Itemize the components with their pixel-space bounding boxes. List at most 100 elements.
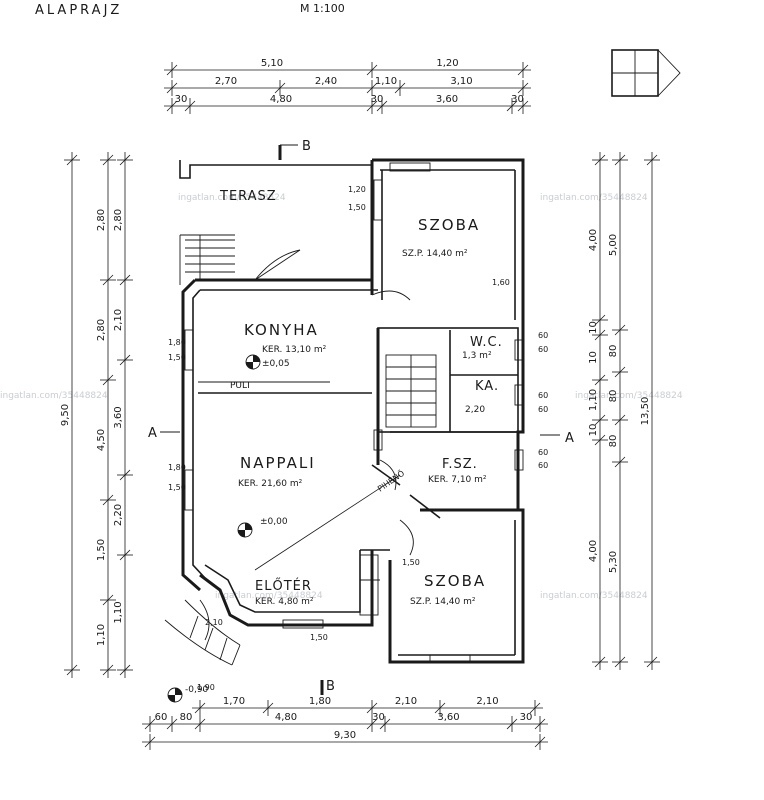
header-scribble-right: M 1:100	[300, 2, 345, 15]
opening-dimension-label: 1,50	[310, 633, 328, 642]
header-scribble-left: ALAPRAJZ	[35, 3, 122, 18]
opening-dimension-label: 60	[538, 331, 548, 340]
dimension-label-top: 30	[511, 94, 524, 105]
level-marker-icon	[245, 354, 261, 370]
watermark-text: ingatlan.com/35448824	[215, 591, 323, 601]
room-label-kamra: KA.	[475, 379, 499, 394]
dimension-label-left: 1,10	[113, 601, 124, 623]
dimension-label-top: 30	[175, 94, 188, 105]
room-area-eloter: KER. 4,80 m²	[255, 597, 314, 607]
dimension-label-bottom: 1,70	[223, 696, 245, 707]
north-arrow-icon	[611, 49, 681, 97]
opening-dimension-label: 1,20	[348, 185, 366, 194]
watermark-text: ingatlan.com/35448824	[540, 591, 648, 601]
section-marker-a: A A	[148, 426, 574, 446]
door-swings	[199, 249, 414, 641]
dimension-label-bottom: 4,80	[275, 712, 297, 723]
dimension-label-bottom: 9,30	[334, 730, 356, 741]
opening-dimension-label: 60	[538, 391, 548, 400]
dimension-label-bottom: 2,10	[395, 696, 417, 707]
watermark-text: ingatlan.com/35448824	[178, 193, 286, 203]
dimension-label-left: 2,20	[113, 504, 124, 526]
dimension-label-right: 4,00	[588, 540, 599, 562]
dimension-label-top: 4,80	[270, 94, 292, 105]
room-level-konyha: ±0,05	[262, 359, 290, 369]
room-area-nappali: KER. 21,60 m²	[238, 479, 303, 489]
room-label-szoba-top: SZOBA	[418, 216, 480, 234]
dimension-label-left: 1,50	[96, 539, 107, 561]
room-level-nappali: ±0,00	[260, 517, 288, 527]
dimension-label-left: 2,80	[96, 209, 107, 231]
opening-dimension-label: 1,50	[168, 483, 186, 492]
dimension-label-left: 2,80	[113, 209, 124, 231]
level-marker-icon	[237, 522, 253, 538]
dimension-label-right: 80	[608, 390, 619, 403]
opening-dimension-label: 1,80	[168, 463, 186, 472]
room-area-kamra: 2,20	[465, 405, 485, 415]
dimension-label-bottom: 30	[520, 712, 533, 723]
dimension-label-bottom: 60	[155, 712, 168, 723]
dimension-label-right: 10	[588, 321, 599, 334]
dimension-label-bottom: 30	[372, 712, 385, 723]
room-area-wc: 1,3 m²	[462, 351, 492, 361]
svg-text:B: B	[326, 679, 335, 694]
dimension-label-top: 5,10	[261, 58, 283, 69]
room-label-konyha: KONYHA	[244, 321, 319, 339]
dimension-label-right: 5,30	[608, 551, 619, 573]
room-label-wc: W.C.	[470, 335, 503, 350]
opening-dimension-label: 1,90	[197, 683, 215, 692]
dimension-label-left: 2,80	[96, 319, 107, 341]
dimension-label-left: 3,60	[113, 406, 124, 428]
dimension-label-bottom: 1,80	[309, 696, 331, 707]
room-area-szoba-bottom: SZ.P. 14,40 m²	[410, 597, 476, 607]
dimension-label-bottom: 80	[180, 712, 193, 723]
dimension-label-top: 30	[371, 94, 384, 105]
room-label-nappali: NAPPALI	[240, 454, 316, 472]
dimension-label-top: 2,40	[315, 76, 337, 87]
dimension-label-top: 3,60	[436, 94, 458, 105]
svg-text:B: B	[302, 139, 311, 154]
dimension-label-left: 2,10	[113, 309, 124, 331]
opening-dimension-label: 1,50	[402, 558, 420, 567]
opening-dimension-label: 1,50	[168, 353, 186, 362]
watermark-text: ingatlan.com/35448824	[540, 193, 648, 203]
room-label-fsz: F.SZ.	[442, 457, 478, 472]
dimension-label-bottom: 3,60	[437, 712, 459, 723]
windows	[184, 162, 524, 664]
opening-dimension-label: 1,50	[348, 203, 366, 212]
dimension-label-top: 1,10	[375, 76, 397, 87]
dimension-label-right: 80	[608, 345, 619, 358]
dimension-label-left: 4,50	[96, 429, 107, 451]
terrace-stairs	[185, 235, 235, 280]
opening-dimension-label: 60	[538, 345, 548, 354]
opening-dimension-label: 60	[538, 448, 548, 457]
stair-landing-label: PIHENŐ	[375, 468, 406, 494]
room-label-pult: PULT	[230, 381, 252, 391]
room-label-szoba-bottom: SZOBA	[424, 572, 486, 590]
section-marker-b: B B	[278, 139, 335, 695]
svg-text:A: A	[148, 426, 157, 441]
room-label-eloter: ELŐTÉR	[255, 578, 312, 594]
dimension-label-right: 10	[588, 424, 599, 437]
dimension-label-right: 13,50	[640, 397, 651, 426]
watermark-text: ingatlan.com/35448824	[0, 391, 108, 401]
dimension-label-left: 9,50	[60, 404, 71, 426]
dimension-label-top: 1,20	[436, 58, 458, 69]
dimension-label-right: 80	[608, 435, 619, 448]
watermark-group: ingatlan.com/35448824 ingatlan.com/35448…	[0, 193, 683, 601]
watermark-text: ingatlan.com/35448824	[575, 391, 683, 401]
svg-text:A: A	[565, 431, 574, 446]
dimension-label-right: 5,00	[608, 234, 619, 256]
dimension-label-bottom: 2,10	[476, 696, 498, 707]
room-area-konyha: KER. 13,10 m²	[262, 345, 327, 355]
room-label-terasz: TERASZ	[219, 189, 277, 204]
dimension-lines: 5,10 1,20 2,70 2,40 1,10 3,10 30 4,80 30 3,60 30 1,…	[60, 58, 660, 750]
dimension-label-left: 1,10	[96, 624, 107, 646]
dimension-label-top: 3,10	[450, 76, 472, 87]
dimension-label-right: 10	[588, 351, 599, 364]
opening-dimension-label: 1,60	[492, 278, 510, 287]
room-area-fsz: KER. 7,10 m²	[428, 475, 487, 485]
opening-dimension-label: 2,10	[205, 618, 223, 627]
dimension-label-top: 2,70	[215, 76, 237, 87]
